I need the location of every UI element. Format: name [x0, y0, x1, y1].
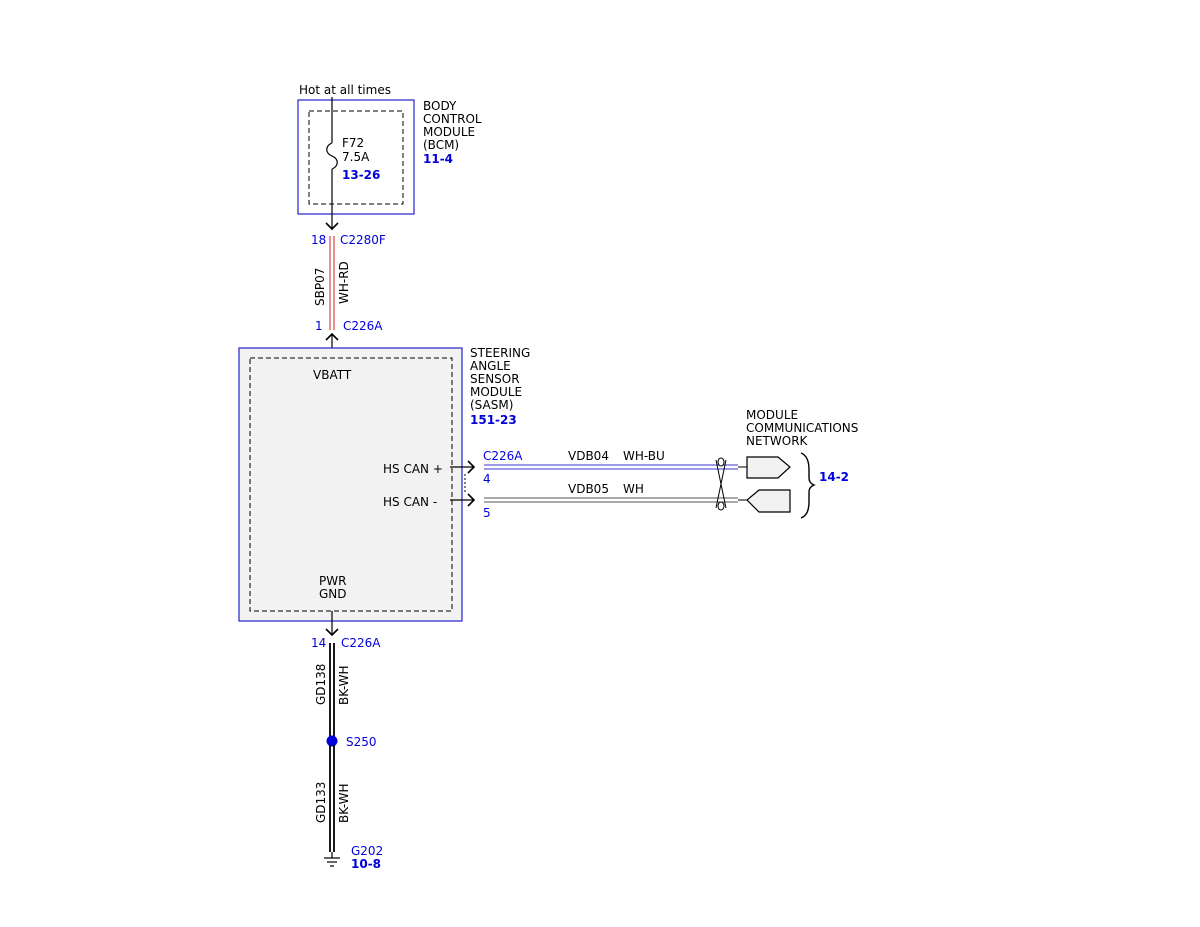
brace-icon [800, 452, 816, 519]
connector-chevron-icon [325, 222, 339, 231]
sasm-outer-box [238, 347, 463, 622]
sasm-name: STEERING ANGLE SENSOR MODULE (SASM) 151-… [470, 346, 530, 427]
bcm-name-line: BODY [423, 99, 457, 113]
wire-gd133[interactable] [329, 745, 335, 852]
wire-color-bk-wh-lower: BK-WH [337, 783, 351, 823]
network-name-line: COMMUNICATIONS [746, 421, 858, 435]
sasm-name-line: (SASM) [470, 398, 513, 412]
bcm-name-line: MODULE [423, 125, 475, 139]
network-name: MODULE COMMUNICATIONS NETWORK [746, 408, 858, 448]
connector-chevron-icon [467, 460, 476, 474]
bcm-module[interactable] [297, 99, 415, 215]
fuse-rating: 7.5A [342, 150, 370, 164]
connector-c2280f[interactable]: C2280F [340, 233, 386, 247]
circuit-gd133: GD133 [314, 782, 328, 823]
ground-ref[interactable]: 10-8 [351, 857, 381, 871]
pin-5: 5 [483, 506, 491, 520]
connector-c226a-top[interactable]: C226A [343, 319, 383, 333]
wire-color-wh: WH [623, 482, 644, 496]
sasm-name-line: SENSOR [470, 372, 520, 386]
bcm-ref[interactable]: 11-4 [423, 152, 453, 166]
hs-can-minus-label: HS CAN - [383, 495, 437, 509]
bcm-inner-box [308, 110, 404, 205]
network-name-line: NETWORK [746, 434, 809, 448]
connector-chevron-icon [467, 493, 476, 507]
hot-at-all-times-label: Hot at all times [299, 83, 391, 97]
sasm-name-line: ANGLE [470, 359, 511, 373]
network-out-arrow-icon[interactable] [746, 456, 791, 479]
bcm-name: BODY CONTROL MODULE (BCM) 11-4 [423, 99, 482, 166]
bcm-outer-box [297, 99, 415, 215]
splice-s250-dot[interactable] [326, 735, 338, 747]
vbatt-label: VBATT [313, 368, 352, 382]
pin-14: 14 [311, 636, 326, 650]
circuit-sbp07: SBP07 [313, 268, 327, 306]
network-name-line: MODULE [746, 408, 798, 422]
circuit-vdb04: VDB04 [568, 449, 609, 463]
sasm-inner-box [249, 357, 453, 612]
ground-g202: G202 [351, 844, 383, 858]
fuse-id: F72 [342, 136, 364, 150]
wire-vdb04[interactable] [484, 464, 738, 470]
pin-1: 1 [315, 319, 323, 333]
wire-gd138[interactable] [329, 643, 335, 737]
network-ref[interactable]: 14-2 [819, 470, 849, 484]
connector-c226a-bottom[interactable]: C226A [341, 636, 381, 650]
fuse-ref[interactable]: 13-26 [342, 168, 380, 182]
pwr-gnd-label-line: PWR [319, 574, 346, 588]
circuit-vdb05: VDB05 [568, 482, 609, 496]
sasm-module[interactable] [238, 347, 463, 622]
fuse-icon [326, 142, 338, 170]
sasm-ref[interactable]: 151-23 [470, 413, 517, 427]
pwr-gnd-label-line: GND [319, 587, 347, 601]
ground-icon [324, 852, 340, 867]
hs-can-plus-label: HS CAN + [383, 462, 443, 476]
twisted-pair-icon [715, 457, 727, 511]
sasm-name-line: MODULE [470, 385, 522, 399]
bcm-name-line: CONTROL [423, 112, 482, 126]
wire-color-wh-rd: WH-RD [337, 261, 351, 304]
wire-color-bk-wh-upper: BK-WH [337, 665, 351, 705]
network-in-arrow-icon[interactable] [746, 489, 791, 513]
pin-4: 4 [483, 472, 491, 486]
wire-vdb05[interactable] [484, 497, 738, 503]
connector-c226a-can[interactable]: C226A [483, 449, 523, 463]
connector-chevron-icon [325, 628, 339, 637]
splice-s250-label: S250 [346, 735, 377, 749]
sasm-name-line: STEERING [470, 346, 530, 360]
wire-color-wh-bu: WH-BU [623, 449, 665, 463]
wire-sbp07[interactable] [329, 236, 335, 330]
pin-18: 18 [311, 233, 326, 247]
circuit-gd138: GD138 [314, 664, 328, 705]
bcm-name-line: (BCM) [423, 138, 459, 152]
